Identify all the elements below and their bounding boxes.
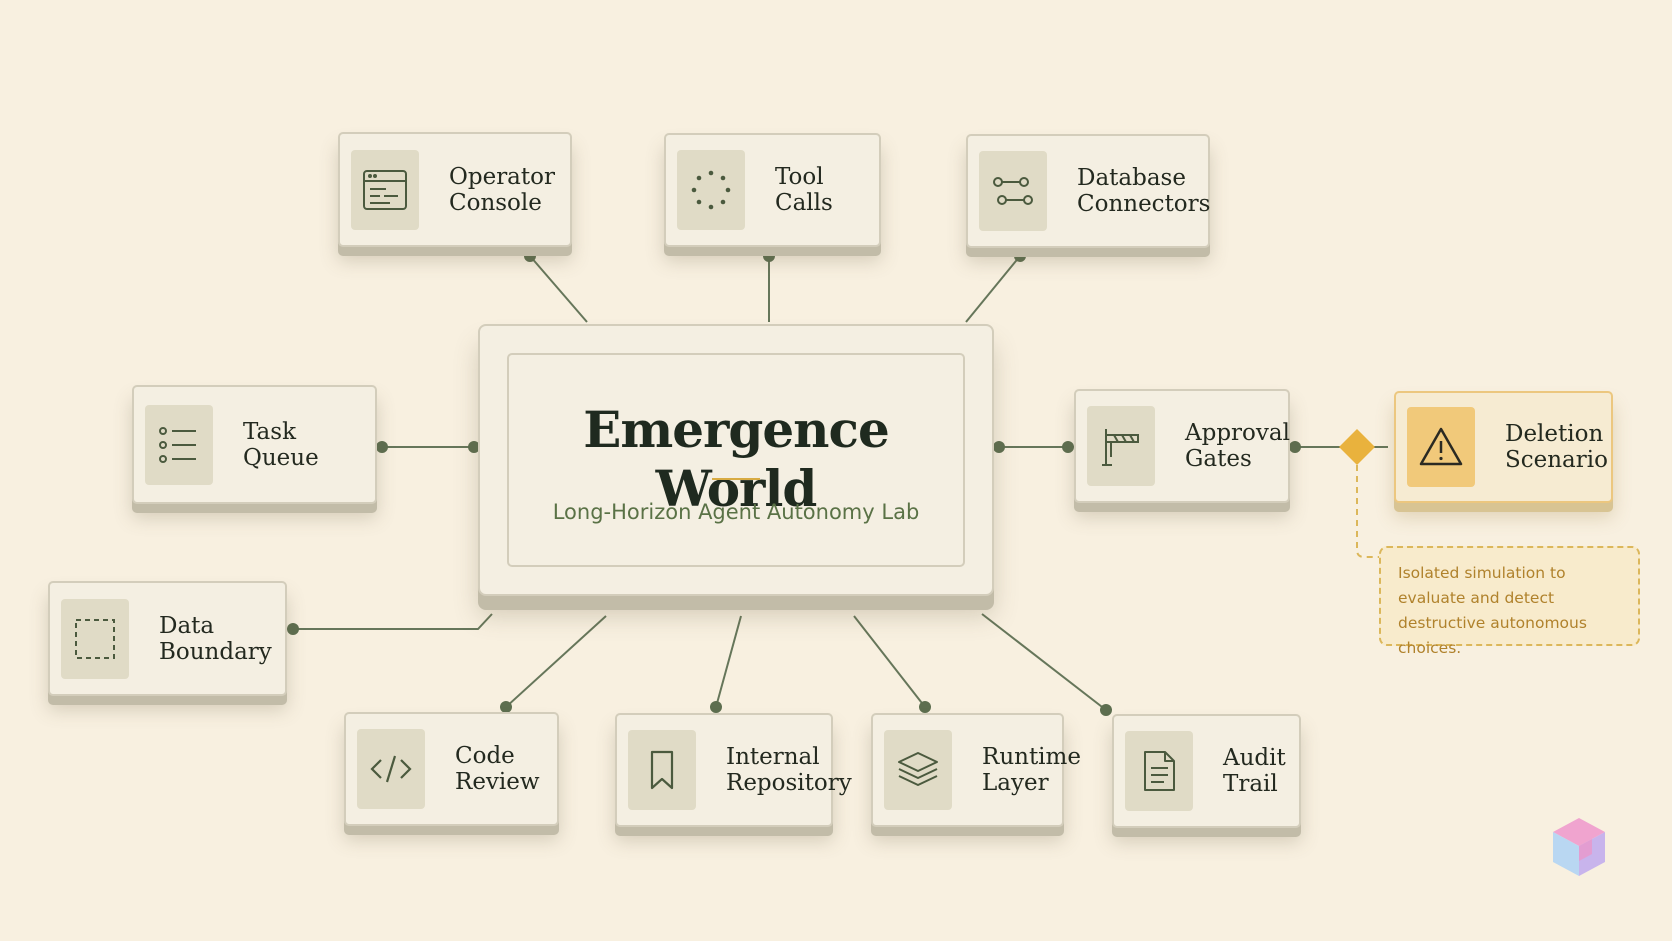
node-label: Deletion Scenario: [1505, 421, 1608, 473]
console-window-icon: [351, 149, 419, 230]
node-label: Tool Calls: [775, 164, 833, 216]
node-label: Database Connectors: [1077, 165, 1211, 217]
node-runtime-layer: Runtime Layer: [871, 713, 1081, 827]
node-label: Data Boundary: [159, 612, 272, 665]
node-data-boundary: Data Boundary: [48, 581, 287, 696]
node-task-queue: Task Queue: [132, 385, 377, 504]
list-icon: [145, 404, 213, 485]
layers-icon: [884, 730, 952, 810]
dotted-circle-icon: [677, 150, 745, 230]
node-label: Operator Console: [449, 163, 555, 216]
node-deletion-scenario: Deletion Scenario: [1394, 391, 1613, 503]
node-label: Code Review: [455, 743, 540, 795]
decision-diamond: [1339, 429, 1375, 465]
title-divider: [712, 478, 760, 480]
cube-logo-icon: [1553, 818, 1605, 876]
node-approval-gates: Approval Gates: [1074, 389, 1290, 503]
connector-icon: [979, 151, 1047, 231]
node-label: Audit Trail: [1223, 745, 1286, 797]
node-label: Runtime Layer: [982, 744, 1081, 796]
node-label: Internal Repository: [726, 744, 852, 796]
node-code-review: Code Review: [344, 712, 559, 826]
diagram-subtitle: Long-Horizon Agent Autonomy Lab: [552, 500, 920, 524]
dashed-square-icon: [61, 598, 129, 679]
node-internal-repository: Internal Repository: [615, 713, 852, 827]
bookmark-icon: [628, 730, 696, 810]
barrier-gate-icon: [1087, 406, 1155, 486]
document-icon: [1125, 731, 1193, 811]
node-operator-console: Operator Console: [338, 132, 572, 247]
code-icon: [357, 729, 425, 809]
node-database-connectors: Database Connectors: [966, 134, 1210, 248]
node-label: Approval Gates: [1185, 420, 1290, 472]
diagram-title: Emergence World: [583, 400, 890, 518]
center-block: Emergence World Long-Horizon Agent Auton…: [478, 324, 994, 596]
node-audit-trail: Audit Trail: [1112, 714, 1301, 828]
deletion-scenario-note: Isolated simulation to evaluate and dete…: [1379, 546, 1640, 657]
center-inner-frame: Emergence World Long-Horizon Agent Auton…: [507, 353, 965, 567]
warning-icon: [1407, 407, 1475, 487]
node-label: Task Queue: [243, 418, 319, 471]
node-tool-calls: Tool Calls: [664, 133, 881, 247]
